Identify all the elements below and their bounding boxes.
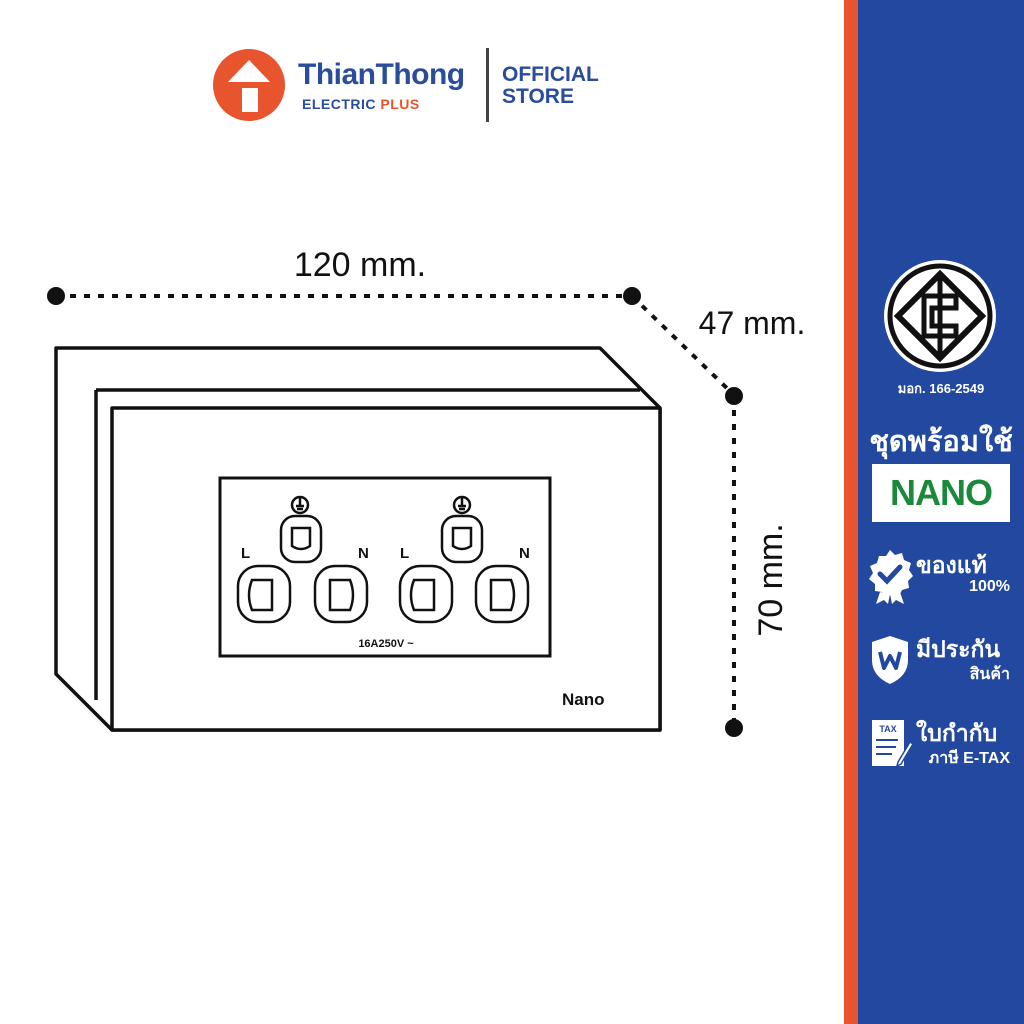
product-dimension-diagram: 120 mm. 47 mm. 70 mm. L N L N 16A250V ~ … <box>47 246 806 737</box>
feature-warranty-title: มีประกัน <box>916 636 1001 662</box>
tis-certification-icon <box>884 260 996 372</box>
depth-dimension-line <box>630 294 736 397</box>
brand-subtitle: ELECTRIC PLUS <box>302 96 420 112</box>
sidebar-panel: มอก. 166-2549 ชุดพร้อมใช้ NANO ของแท้ 10… <box>858 0 1024 1024</box>
feature-tax-invoice: TAX ใบกำกับ ภาษี E-TAX <box>858 716 1024 776</box>
feature-tax-sub: ภาษี E-TAX <box>928 750 1010 767</box>
product-brand-label: Nano <box>562 690 605 709</box>
svg-text:TAX: TAX <box>879 724 896 734</box>
socket-1 <box>236 495 369 624</box>
logo-divider <box>486 48 489 122</box>
tax-invoice-icon: TAX <box>872 720 914 768</box>
feature-genuine-title: ของแท้ <box>916 552 987 578</box>
brand-sub-accent: PLUS <box>380 96 420 112</box>
feature-warranty: มีประกัน สินค้า <box>858 632 1024 692</box>
feature-tax-title: ใบกำกับ <box>916 720 998 746</box>
socket-2-neutral-label: N <box>519 545 530 562</box>
dimension-dot <box>725 387 743 405</box>
socket-2 <box>398 495 530 624</box>
ready-set-label: ชุดพร้อมใช้ <box>869 426 1013 458</box>
tis-code: มอก. 166-2549 <box>897 381 985 396</box>
dimension-dot <box>725 719 743 737</box>
official-store-label: OFFICIAL STORE <box>502 64 599 108</box>
socket-1-neutral-label: N <box>358 545 369 562</box>
socket-2-live-label: L <box>400 545 409 562</box>
socket-1-live-label: L <box>241 545 250 562</box>
rating-label: 16A250V ~ <box>358 638 414 650</box>
store-line-2: STORE <box>502 85 574 108</box>
dimension-dot <box>623 287 641 305</box>
store-line-1: OFFICIAL <box>502 63 599 86</box>
height-label: 70 mm. <box>752 523 790 636</box>
feature-genuine: ของแท้ 100% <box>858 548 1024 608</box>
feature-genuine-sub: 100% <box>969 578 1010 595</box>
store-logo[interactable]: ThianThong ELECTRIC PLUS OFFICIAL STORE <box>212 46 632 126</box>
depth-label: 47 mm. <box>699 305 806 341</box>
nano-badge: NANO <box>872 464 1010 522</box>
feature-sidebar: มอก. 166-2549 ชุดพร้อมใช้ NANO ของแท้ 10… <box>844 0 1024 1024</box>
certified-badge-icon <box>869 550 913 604</box>
feature-warranty-sub: สินค้า <box>969 666 1010 683</box>
dimension-dot <box>47 287 65 305</box>
width-label: 120 mm. <box>294 246 426 284</box>
thianthong-logo-icon <box>213 49 285 121</box>
brand-sub-text: ELECTRIC <box>302 96 376 112</box>
brand-name: ThianThong <box>298 58 465 91</box>
warranty-shield-icon <box>872 636 908 684</box>
